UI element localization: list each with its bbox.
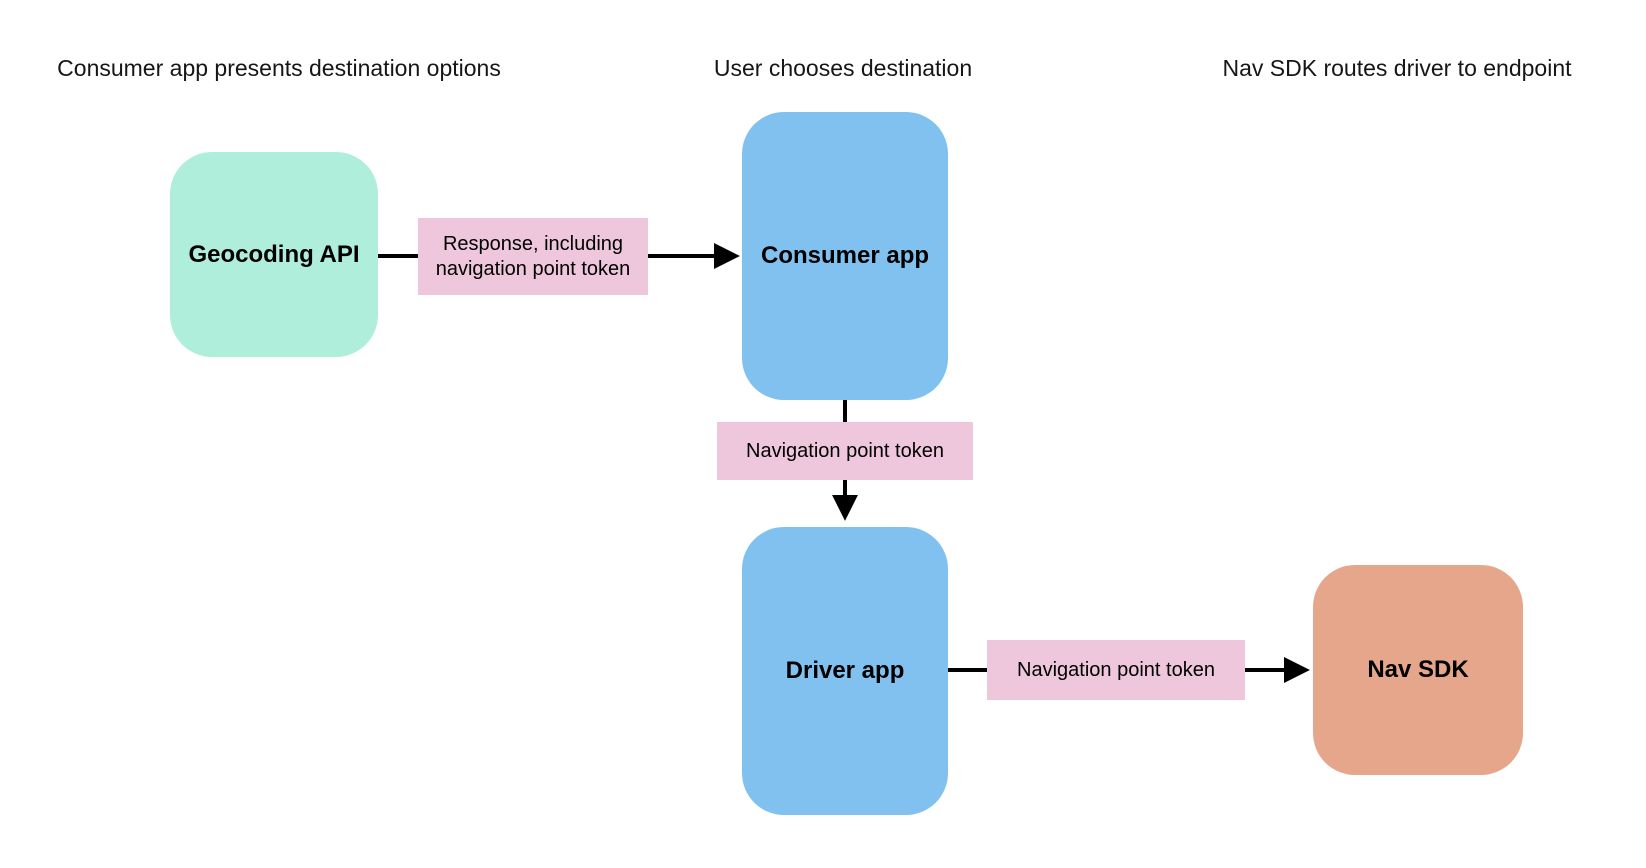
node-driver-app-label: Driver app: [785, 657, 905, 684]
edge-label-navigation-point-token-1: Navigation point token: [717, 422, 973, 480]
node-consumer-app: Consumer app: [742, 112, 948, 400]
node-geocoding-api: Geocoding API: [170, 152, 378, 357]
column-header-consumer-presents-options: Consumer app presents destination option…: [57, 55, 501, 81]
node-nav-sdk-label: Nav SDK: [1367, 656, 1469, 683]
column-header-navsdk-routes-driver: Nav SDK routes driver to endpoint: [1222, 55, 1572, 81]
edge-label-navigation-point-token-2: Navigation point token: [987, 640, 1245, 700]
node-geocoding-api-label: Geocoding API: [188, 240, 360, 268]
node-consumer-app-label: Consumer app: [760, 242, 930, 269]
column-header-user-chooses-destination: User chooses destination: [713, 55, 973, 81]
node-driver-app: Driver app: [742, 527, 948, 815]
edge-label-response-including-token: Response, including navigation point tok…: [418, 218, 648, 295]
node-nav-sdk: Nav SDK: [1313, 565, 1523, 775]
